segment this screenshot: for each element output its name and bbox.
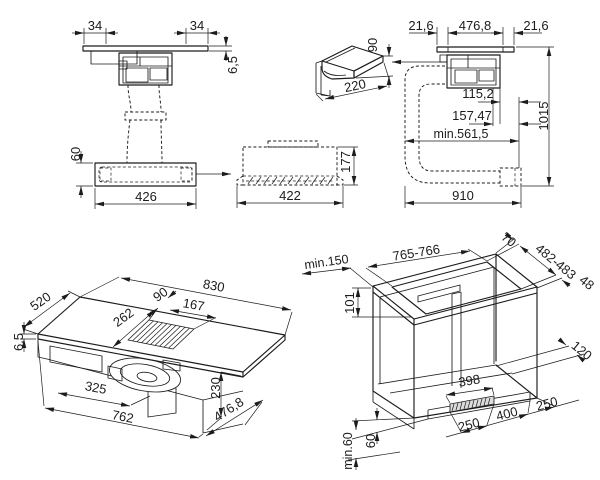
dim-plinth-center: 400 <box>494 404 519 424</box>
dim-right-margin: 21,6 <box>523 18 548 33</box>
duct-run-outer <box>404 65 500 184</box>
plenum-box-side <box>94 162 197 187</box>
dim-plenum-height: 60 <box>68 147 83 161</box>
dim-cutout-width-cab: 765-766 <box>392 241 441 263</box>
plenum-front-view: 177 422 <box>236 140 358 208</box>
dim-plinth-right: 250 <box>534 394 559 414</box>
dim-offset-1: 115,2 <box>462 86 494 101</box>
dim-duct-offset: 325 <box>84 378 108 397</box>
dim-cutout-width: 476,8 <box>459 18 492 33</box>
plenum-outline <box>242 146 338 186</box>
hob-tray-side <box>90 50 138 65</box>
cabinet-divider-panel <box>451 291 462 388</box>
blower-unit <box>107 357 181 418</box>
dim-plenum-front-height: 177 <box>338 151 353 173</box>
dim-total-height: 1015 <box>536 102 551 131</box>
dim-hob-depth: 520 <box>27 289 53 314</box>
dim-vent-margin: 90 <box>150 284 171 305</box>
dim-offset-2: 157,47 <box>452 108 492 123</box>
dim-hob-width: 830 <box>202 276 226 295</box>
duct-dashed <box>127 84 132 113</box>
dim-plinth-height: 60 <box>363 434 378 448</box>
dim-top-right-margin: 34 <box>190 18 204 33</box>
dim-glass-thickness-iso: 6,5 <box>11 333 26 351</box>
dim-duct-run: 910 <box>452 188 474 203</box>
dim-left-margin: 21,6 <box>408 18 433 33</box>
cabinet-back-wall <box>377 266 497 385</box>
dim-vent-cutout: 398 <box>457 371 481 389</box>
motor-box-ducted <box>446 54 501 89</box>
dim-top-left-margin: 34 <box>88 18 102 33</box>
dim-vent-width: 167 <box>182 295 206 314</box>
side-view-ducted-install: 21,6 476,8 21,6 115,2 157,47 min.561,5 9… <box>392 18 554 208</box>
side-view-hob-downdraft: 34 34 6,5 60 426 <box>68 18 240 209</box>
cabinet-left-face <box>372 291 415 419</box>
corner-duct-elbow: 90 220 <box>315 38 394 102</box>
hob-isometric-view: 830 520 262 90 167 6,5 325 762 230 <box>11 276 293 439</box>
dim-min-run: min.561,5 <box>434 127 489 141</box>
dim-plenum-width: 426 <box>135 189 157 204</box>
plinth-vent <box>449 395 495 413</box>
dim-front-gap: 48 <box>576 272 597 293</box>
dim-elbow-height: 90 <box>365 38 380 52</box>
dim-min-side-clearance: min.150 <box>303 252 349 272</box>
dim-min-plinth-clearance: min.60 <box>341 432 355 470</box>
hob-tray-iso <box>49 345 103 373</box>
dim-top-drop: 101 <box>342 292 357 314</box>
hob-glass-side <box>82 45 209 52</box>
cabinet-isometric-view: 765-766 min.150 101 70 482-483 48 120 39… <box>301 229 597 470</box>
dim-elbow-width: 220 <box>343 76 367 95</box>
dim-plinth-left: 250 <box>456 415 481 435</box>
hob-glass-ducted <box>436 46 515 53</box>
dim-rear-recess: 120 <box>569 338 595 363</box>
dim-plenum-front-width: 422 <box>279 188 301 203</box>
dim-body-height: 230 <box>208 377 223 399</box>
dim-glass-thickness: 6,5 <box>225 56 240 74</box>
dim-body-width: 762 <box>111 407 135 426</box>
dim-rear-gap: 70 <box>498 229 519 250</box>
